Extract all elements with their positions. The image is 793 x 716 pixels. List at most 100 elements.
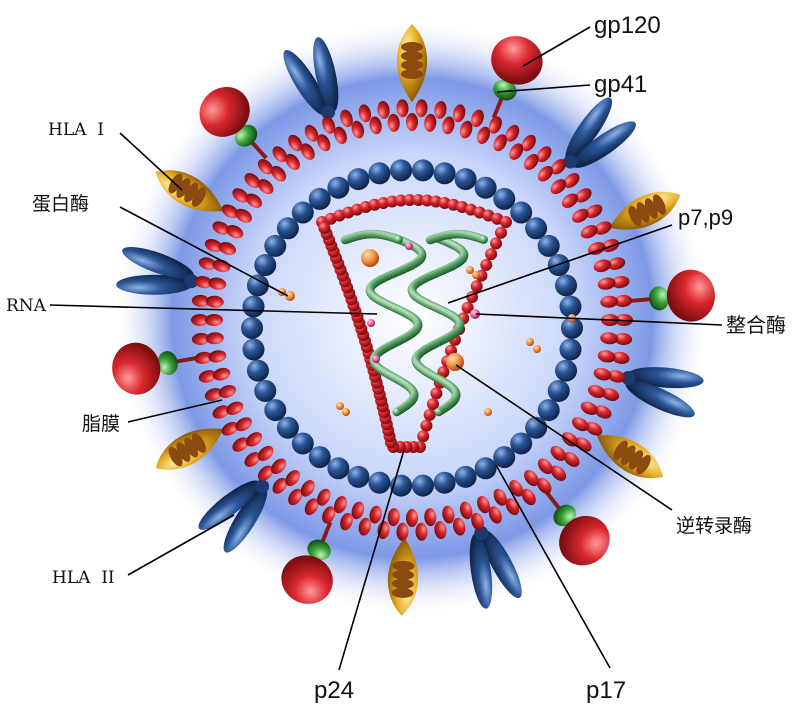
membrane-inner-bead <box>271 165 287 182</box>
matrix-bead <box>493 187 516 210</box>
hla-blue-base <box>563 154 578 169</box>
spike-redgreen <box>491 36 543 119</box>
membrane-outer-bead <box>471 109 484 128</box>
hla-spike-band <box>176 178 191 198</box>
hla-spike-band <box>621 445 636 465</box>
matrix-bead <box>454 465 477 488</box>
membrane-outer-bead <box>536 477 552 494</box>
matrix-bead <box>547 379 570 402</box>
spike-yellow <box>609 191 681 230</box>
enzyme-particle <box>336 402 344 410</box>
leader-line-gp41 <box>496 84 591 93</box>
hla-blue-base <box>255 479 270 494</box>
hla-blue-base <box>321 105 336 120</box>
membrane-outer-bead <box>377 100 390 119</box>
matrix-bead <box>537 399 560 422</box>
matrix-bead <box>555 359 578 382</box>
spike-redgreen <box>281 521 333 604</box>
spike-bluepair <box>198 479 270 553</box>
hla-blue-lobe <box>122 246 194 280</box>
membrane-outer-bead <box>198 370 217 383</box>
capsid-bead <box>500 216 512 228</box>
enzyme-particle <box>466 266 474 274</box>
hla-blue-lobe <box>572 121 636 168</box>
matrix-bead <box>411 159 434 182</box>
membrane-inner-bead <box>300 143 315 160</box>
matrix-bead <box>241 317 263 339</box>
matrix-bead <box>433 162 456 185</box>
hla-spike-band <box>613 440 628 461</box>
matrix-bead <box>474 457 497 480</box>
membrane-inner-bead <box>387 508 400 527</box>
leader-line-hla1 <box>119 132 183 191</box>
membrane-outer-bead <box>340 512 353 531</box>
membrane-outer-bead <box>488 116 502 134</box>
membrane-inner-bead <box>369 505 382 524</box>
membrane-inner-bead <box>580 401 598 415</box>
label-lipid-membrane: 脂膜 <box>82 413 120 435</box>
membrane-inner-bead <box>208 277 227 290</box>
spike-bluepair <box>563 97 636 169</box>
matrix-bead <box>291 201 314 224</box>
hla-spike-band <box>184 182 199 203</box>
hla-spike-band <box>184 437 199 458</box>
label-gp120: gp120 <box>594 12 661 39</box>
hla-blue-base <box>621 370 636 385</box>
membrane-outer-bead <box>575 188 592 203</box>
membrane-inner-bead <box>245 193 263 208</box>
leader-line-integrase <box>475 313 723 326</box>
protease-particle <box>285 291 295 301</box>
membrane-outer-bead <box>272 146 288 163</box>
membrane-outer-bead <box>232 437 249 452</box>
enzyme-particle <box>361 249 379 267</box>
membrane-inner-bead <box>369 116 382 135</box>
hla-blue-lobe <box>283 50 328 116</box>
label-rna: RNA <box>6 296 47 316</box>
membrane-inner-bead <box>387 113 400 132</box>
spike-bluepair <box>283 37 339 120</box>
envelope-spikes <box>112 24 715 616</box>
membrane-inner-bead <box>537 458 553 475</box>
hla-blue-base <box>184 274 199 289</box>
gp41-knob <box>553 504 576 527</box>
hla-spike-band <box>636 202 650 223</box>
rna-strand-bead <box>394 235 403 244</box>
membrane-outer-bead <box>434 100 447 119</box>
hla-spike-band <box>628 205 642 227</box>
matrix-bead <box>555 274 578 297</box>
matrix-bead <box>347 465 370 488</box>
matrix-bead <box>276 416 299 439</box>
membrane-outer-bead <box>434 521 447 540</box>
membrane-outer-bead <box>521 134 536 152</box>
membrane-outer-bead <box>288 134 303 152</box>
matrix-bead <box>525 217 548 240</box>
membrane-inner-bead <box>334 126 347 145</box>
hla-spike-band <box>168 446 183 467</box>
enzyme-particle <box>526 338 534 346</box>
matrix-bead <box>347 168 370 191</box>
matrix-bead <box>242 338 265 361</box>
membrane-outer-bead <box>304 498 319 516</box>
membrane-outer-bead <box>521 488 536 506</box>
membrane-outer-bead <box>607 370 626 383</box>
matrix-bead <box>510 432 533 455</box>
membrane-outer-bead <box>212 405 230 419</box>
hla-spike-band <box>392 560 415 571</box>
membrane-inner-bead <box>537 165 553 182</box>
matrix-bead <box>561 317 583 339</box>
membrane-inner-bead <box>271 458 287 475</box>
capsid-bead <box>423 408 436 421</box>
label-gp41: gp41 <box>594 71 647 98</box>
label-integrase: 整合酶 <box>726 314 786 337</box>
spike-yellow <box>155 428 224 470</box>
membrane-outer-bead <box>304 124 319 142</box>
rna-strand-bead <box>434 407 443 417</box>
membrane-outer-bead <box>614 332 633 346</box>
membrane-outer-bead <box>614 294 633 308</box>
membrane-inner-bead <box>572 208 589 223</box>
membrane-inner-bead <box>524 153 539 171</box>
membrane-outer-bead <box>452 517 466 536</box>
spike-redgreen <box>112 342 198 395</box>
hla-spike-band <box>636 454 651 475</box>
integrase-particle <box>470 309 480 319</box>
